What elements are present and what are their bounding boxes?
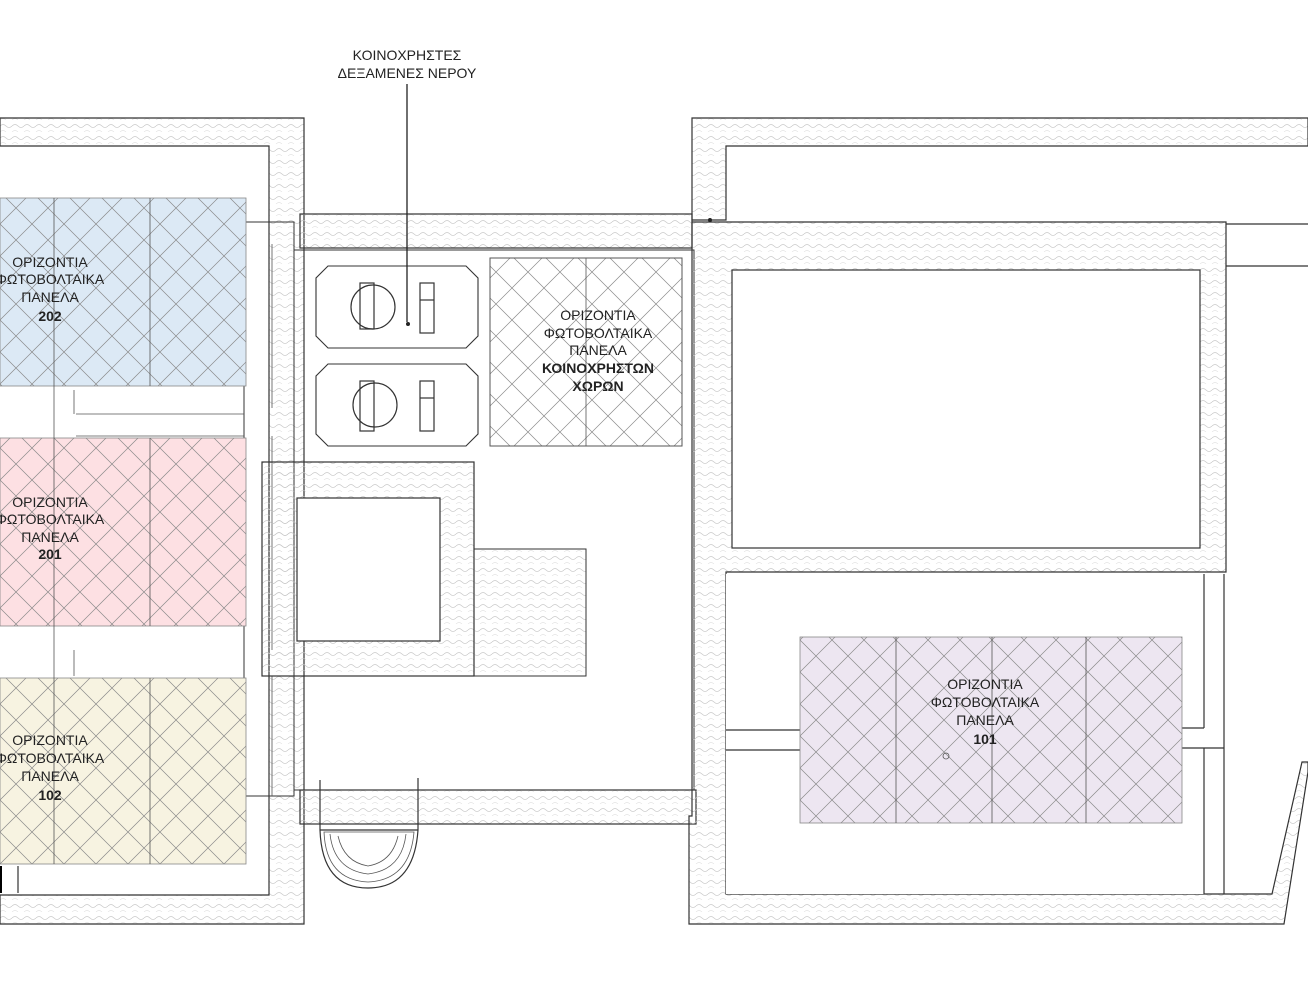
- label-101-code: 101: [973, 731, 997, 747]
- label-202: ΟΡΙΖΟΝΤΙΑ ΦΩΤΟΒΟΛΤΑΙΚΑ ΠΑΝΕΛΑ 202: [0, 254, 105, 324]
- pv-panel-202: [0, 197, 247, 387]
- label-102-line2: ΦΩΤΟΒΟΛΤΑΙΚΑ: [0, 750, 105, 766]
- label-common-line2: ΦΩΤΟΒΟΛΤΑΙΚΑ: [544, 325, 653, 341]
- label-102-code: 102: [38, 787, 62, 803]
- label-201-line1: ΟΡΙΖΟΝΤΙΑ: [12, 494, 88, 510]
- note-line-1: ΚΟΙΝΟΧΡΗΣΤΕΣ: [353, 47, 462, 63]
- label-101-line1: ΟΡΙΖΟΝΤΙΑ: [947, 676, 1023, 692]
- water-tank-upper: [315, 265, 479, 349]
- note-line-2: ΔΕΞΑΜΕΝΕΣ ΝΕΡΟΥ: [338, 65, 477, 81]
- label-202-line2: ΦΩΤΟΒΟΛΤΑΙΚΑ: [0, 271, 105, 287]
- pv-panel-common: [489, 257, 683, 447]
- pv-panel-102: [0, 677, 247, 865]
- label-201: ΟΡΙΖΟΝΤΙΑ ΦΩΤΟΒΟΛΤΑΙΚΑ ΠΑΝΕΛΑ 201: [0, 494, 105, 562]
- label-common: ΟΡΙΖΟΝΤΙΑ ΦΩΤΟΒΟΛΤΑΙΚΑ ΠΑΝΕΛΑ ΚΟΙΝΟΧΡΗΣΤ…: [542, 307, 654, 394]
- label-202-code: 202: [38, 308, 62, 324]
- label-102-line1: ΟΡΙΖΟΝΤΙΑ: [12, 732, 88, 748]
- label-common-line1: ΟΡΙΖΟΝΤΙΑ: [560, 307, 636, 323]
- label-201-line2: ΦΩΤΟΒΟΛΤΑΙΚΑ: [0, 511, 105, 527]
- label-202-line1: ΟΡΙΖΟΝΤΙΑ: [12, 254, 88, 270]
- label-common-line3: ΠΑΝΕΛΑ: [569, 342, 627, 358]
- label-common-code: ΚΟΙΝΟΧΡΗΣΤΩΝ: [542, 360, 654, 376]
- pv-panel-201: [0, 437, 247, 627]
- label-102: ΟΡΙΖΟΝΤΙΑ ΦΩΤΟΒΟΛΤΑΙΚΑ ΠΑΝΕΛΑ 102: [0, 732, 105, 803]
- spiral-stair: [319, 778, 419, 889]
- label-101-line2: ΦΩΤΟΒΟΛΤΑΙΚΑ: [931, 694, 1040, 710]
- label-common-code2: ΧΩΡΩΝ: [572, 378, 623, 394]
- label-102-line3: ΠΑΝΕΛΑ: [21, 768, 79, 784]
- central-core: [261, 213, 697, 825]
- pv-panel-101: [799, 636, 1183, 824]
- label-201-line3: ΠΑΝΕΛΑ: [21, 529, 79, 545]
- label-201-code: 201: [38, 546, 62, 562]
- label-202-line3: ΠΑΝΕΛΑ: [21, 289, 79, 305]
- label-101-line3: ΠΑΝΕΛΑ: [956, 712, 1014, 728]
- water-tank-lower: [315, 363, 479, 447]
- leader-note-text: ΚΟΙΝΟΧΡΗΣΤΕΣ ΔΕΞΑΜΕΝΕΣ ΝΕΡΟΥ: [338, 47, 477, 81]
- label-101: ΟΡΙΖΟΝΤΙΑ ΦΩΤΟΒΟΛΤΑΙΚΑ ΠΑΝΕΛΑ 101: [931, 676, 1040, 747]
